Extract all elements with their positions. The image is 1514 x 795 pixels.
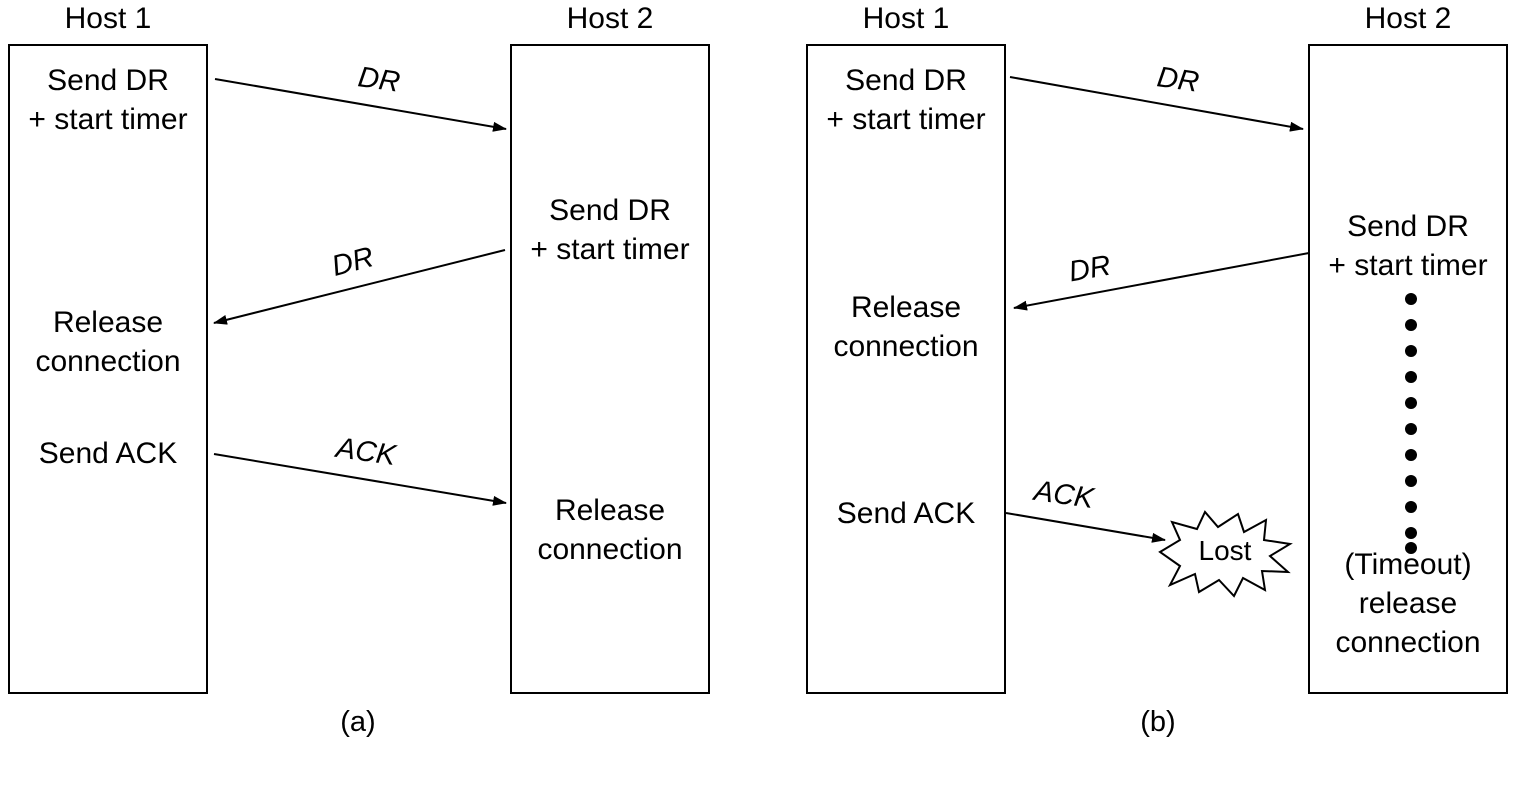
panel-a-host1-timeline	[8, 44, 208, 694]
step-line: Send DR	[845, 64, 967, 97]
panel-a-host1-send-ack-step: Send ACK	[8, 434, 208, 473]
panel-b-host1-send-dr-step: Send DR + start timer	[806, 61, 1006, 139]
panel-b-msg-dr-1: DR	[1155, 61, 1201, 99]
step-line: Release	[52, 306, 164, 339]
panel-b-msg-ack: ACK	[1032, 475, 1096, 515]
panel-a-host2-title: Host 2	[566, 2, 654, 35]
step-line: + start timer	[28, 103, 188, 136]
lost-burst-icon: Lost	[1158, 510, 1293, 598]
step-line: release	[1358, 587, 1458, 620]
panel-a-host1-send-dr-step: Send DR + start timer	[8, 61, 208, 139]
step-line: connection	[1335, 626, 1481, 659]
step-line: Send ACK	[38, 437, 178, 470]
step-line: + start timer	[530, 233, 690, 266]
panel-b-host2-title: Host 2	[1364, 2, 1452, 35]
panel-a-msg-ack: ACK	[334, 432, 398, 472]
panel-a-host2-send-dr-step: Send DR + start timer	[510, 191, 710, 269]
panel-a-msg-dr-1: DR	[356, 61, 402, 99]
panel-b-dr-arrow-2	[1013, 252, 1310, 311]
step-line: + start timer	[1328, 249, 1488, 282]
step-line: Send DR	[1347, 210, 1469, 243]
panel-a-host1-title: Host 1	[64, 2, 152, 35]
panel-a-host2-timeline	[510, 44, 710, 694]
panel-b-host1-release-step: Release connection	[806, 288, 1006, 366]
step-line: Send DR	[549, 194, 671, 227]
panel-b-host1-timeline	[806, 44, 1006, 694]
step-line: Release	[554, 494, 666, 527]
step-line: (Timeout)	[1344, 548, 1472, 581]
step-line: Send ACK	[836, 497, 976, 530]
step-line: connection	[833, 330, 979, 363]
panel-b-host1-send-ack-step: Send ACK	[806, 494, 1006, 533]
panel-a-msg-dr-2: DR	[328, 241, 378, 283]
panel-b-host2-timeout-step: (Timeout) release connection	[1308, 545, 1508, 662]
panel-b-ack-arrow	[1005, 512, 1166, 543]
panel-b-host2-send-dr-step: Send DR + start timer	[1308, 207, 1508, 285]
panel-a-host2-release-step: Release connection	[510, 491, 710, 569]
step-line: Send DR	[47, 64, 169, 97]
step-line: + start timer	[826, 103, 986, 136]
panel-b-host2-timeline	[1308, 44, 1508, 694]
lost-label: Lost	[1199, 535, 1252, 566]
panel-b-caption: (b)	[1140, 706, 1176, 738]
panel-b-msg-dr-2: DR	[1066, 249, 1114, 289]
panel-a-host1-release-step: Release connection	[8, 303, 208, 381]
step-line: connection	[35, 345, 181, 378]
panel-a-caption: (a)	[340, 706, 376, 738]
step-line: connection	[537, 533, 683, 566]
panel-b-host1-title: Host 1	[862, 2, 950, 35]
step-line: Release	[850, 291, 962, 324]
